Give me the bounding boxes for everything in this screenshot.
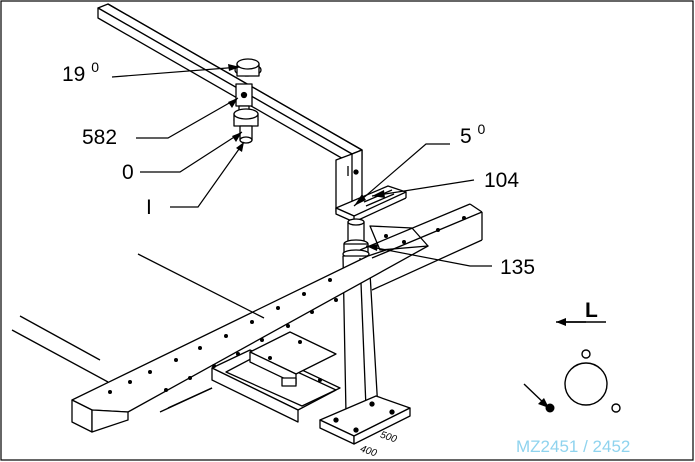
angle-top-value: 19 <box>62 63 86 86</box>
value-0-label: 0 <box>122 161 134 184</box>
main-circle <box>564 362 608 406</box>
leader-arrowheads <box>228 64 385 251</box>
angle-top-unit: 0 <box>91 59 99 75</box>
pointer-dot <box>545 403 555 413</box>
rail-clamp <box>233 58 262 144</box>
part-582-label: 582 <box>82 126 118 149</box>
pointer-arrow-head <box>538 398 549 408</box>
direction-letter: L <box>585 299 598 322</box>
lower-frame <box>159 331 341 423</box>
part-104-label: 104 <box>484 169 520 192</box>
angle-side-unit: 0 <box>477 121 486 137</box>
machine-assembly <box>11 3 483 445</box>
angle-side-value: 5 <box>460 125 472 148</box>
angle-top-label: 19 0 <box>62 60 99 86</box>
drop-bracket <box>335 149 363 213</box>
drawing-caption: MZ2451 / 2452 <box>516 437 631 456</box>
angle-side-label: 5 0 <box>460 122 485 148</box>
guide-lines <box>11 253 265 383</box>
orientation-symbol <box>523 321 621 413</box>
top-rail <box>97 3 363 165</box>
stand-column <box>319 218 411 445</box>
part-135-label: 135 <box>500 256 536 279</box>
main-beam <box>71 225 429 433</box>
leader-lines <box>111 66 492 267</box>
direction-arrow-head <box>556 318 566 326</box>
small-circle-top <box>581 349 591 359</box>
roman-i-label: I <box>146 196 152 219</box>
small-circle-right <box>611 403 621 413</box>
beam-holes <box>108 216 466 394</box>
